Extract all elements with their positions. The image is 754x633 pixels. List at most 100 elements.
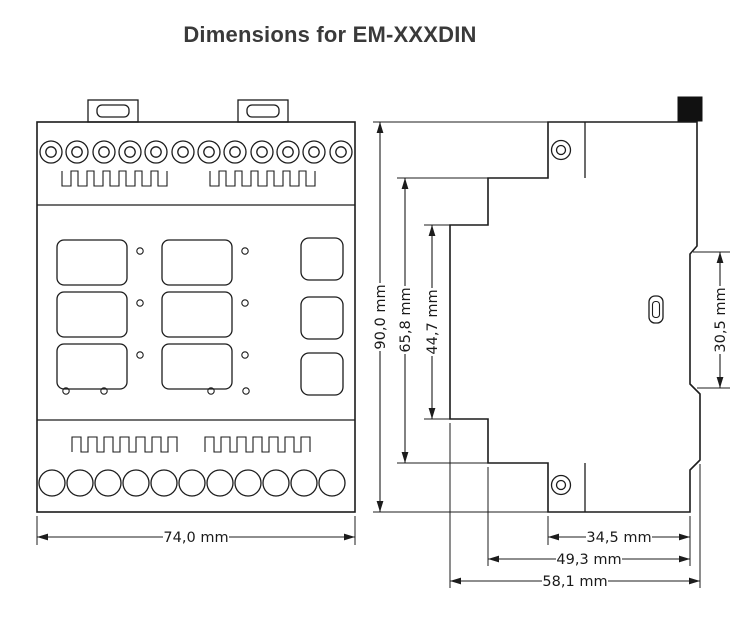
din-clip-latch-slot [651, 300, 661, 319]
label-backing [163, 528, 229, 545]
terminal-screw-slot [203, 146, 215, 158]
vent-comb [209, 170, 316, 187]
terminal-hole [318, 469, 346, 497]
terminal-screw-slot [555, 144, 567, 156]
display-window [161, 343, 233, 390]
dim-label-din-clip-height: 30,5 mm [713, 287, 729, 352]
terminal-screw-slot [98, 146, 110, 158]
front-vents-top [61, 170, 316, 187]
terminal-screw [118, 140, 142, 164]
dimension-annotations: 74,0 mm 90,0 mm 65,8 mm [36, 121, 730, 590]
led-indicator [136, 351, 144, 359]
front-enclosure-body [36, 121, 356, 513]
terminal-hole [150, 469, 178, 497]
terminal-screw [197, 140, 221, 164]
mounting-tab-slot [246, 104, 280, 118]
label-backing [371, 283, 389, 351]
terminal-hole [38, 469, 66, 497]
side-din-clip [648, 295, 664, 324]
led-indicator [136, 299, 144, 307]
display-window [161, 239, 233, 286]
vent-comb [61, 170, 168, 187]
terminal-screw-slot [71, 146, 83, 158]
terminal-hole [66, 469, 94, 497]
led-indicator [242, 387, 250, 395]
terminal-screw-slot [335, 146, 347, 158]
front-bottom-terminals [38, 469, 346, 497]
terminal-screw [65, 140, 89, 164]
din-claw [677, 96, 703, 122]
dim-front-width: 74,0 mm [36, 516, 356, 546]
terminal-screw [250, 140, 274, 164]
terminal-screw-slot [124, 146, 136, 158]
din-clip-latch [648, 295, 664, 324]
front-view [36, 99, 356, 513]
terminal-hole [122, 469, 150, 497]
terminal-screw [144, 140, 168, 164]
terminal-hole [262, 469, 290, 497]
side-view [449, 96, 703, 513]
dim-depth-total: 58,1 mm [449, 423, 701, 590]
page-title: Dimensions for EM-XXXDIN [183, 22, 477, 47]
terminal-screw [302, 140, 326, 164]
label-backing [556, 550, 622, 567]
dim-body-height: 65,8 mm [396, 177, 490, 464]
mounting-tab-slot [96, 104, 130, 118]
dim-label-front-width: 74,0 mm [163, 530, 228, 546]
dim-label-body-height: 65,8 mm [398, 287, 414, 352]
dim-depth-terminals: 34,5 mm [547, 516, 691, 566]
terminal-screw-slot [308, 146, 320, 158]
terminal-screw-slot [282, 146, 294, 158]
front-button [300, 352, 344, 396]
terminal-hole [290, 469, 318, 497]
terminal-screw [550, 474, 572, 496]
dim-label-front-panel-height: 44,7 mm [425, 289, 441, 354]
front-top-terminals [39, 140, 353, 164]
dim-label-depth-total: 58,1 mm [542, 574, 607, 590]
terminal-screw-slot [256, 146, 268, 158]
led-indicator [241, 351, 249, 359]
terminal-screw [329, 140, 353, 164]
terminal-screw-slot [555, 479, 567, 491]
led-indicator [207, 387, 215, 395]
front-button [300, 237, 344, 281]
dim-front-panel-height: 44,7 mm [423, 224, 452, 420]
terminal-hole [206, 469, 234, 497]
terminal-screw [39, 140, 63, 164]
terminal-screw [171, 140, 195, 164]
led-indicator [136, 247, 144, 255]
label-backing [396, 286, 414, 354]
terminal-hole [234, 469, 262, 497]
front-buttons [300, 237, 344, 396]
terminal-screw-slot [150, 146, 162, 158]
mounting-tab [237, 99, 289, 123]
label-backing [586, 528, 652, 545]
front-vents-bottom [71, 436, 311, 453]
terminal-screw-slot [229, 146, 241, 158]
front-mounting-tabs [87, 99, 289, 123]
mounting-tab [87, 99, 139, 123]
vent-comb [71, 436, 178, 453]
label-backing [423, 288, 441, 356]
terminal-hole [178, 469, 206, 497]
led-indicator [241, 299, 249, 307]
display-window [56, 291, 128, 338]
label-backing [711, 286, 729, 354]
side-terminal-screws [550, 122, 586, 512]
front-led-indicators [62, 247, 250, 395]
dim-label-depth-mid: 49,3 mm [556, 552, 621, 568]
terminal-screw [92, 140, 116, 164]
display-window [161, 291, 233, 338]
led-indicator [241, 247, 249, 255]
led-indicator [62, 387, 70, 395]
terminal-hole [94, 469, 122, 497]
display-window [56, 343, 128, 390]
dim-depth-mid: 49,3 mm [487, 467, 690, 568]
terminal-screw-slot [45, 146, 57, 158]
vent-comb [204, 436, 311, 453]
dim-label-total-height: 90,0 mm [373, 284, 389, 349]
display-window [56, 239, 128, 286]
terminal-screw [550, 139, 572, 161]
